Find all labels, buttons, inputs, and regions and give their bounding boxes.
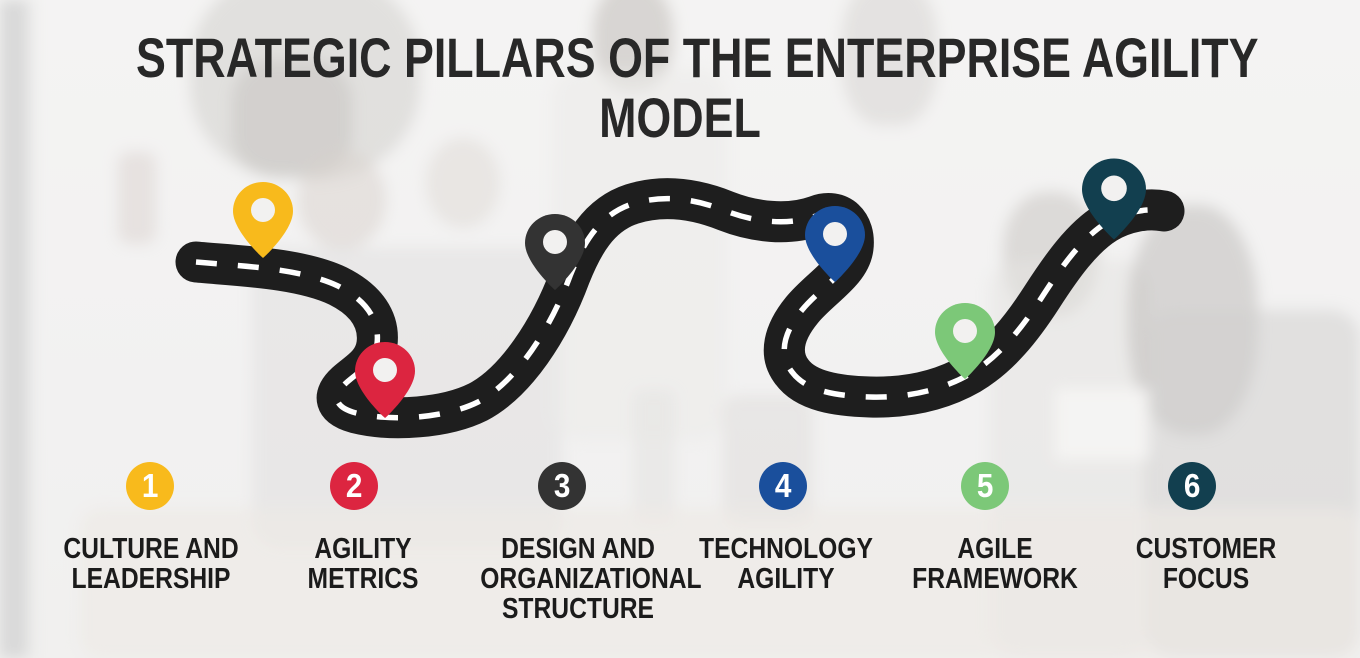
road-asphalt <box>175 178 1185 439</box>
map-pin-5-icon <box>935 303 995 379</box>
pillar-2-label: AGILITY METRICS <box>307 533 419 595</box>
pillar-1-number-badge: 1 <box>126 462 174 510</box>
photo-shape <box>118 152 156 244</box>
pillar-2-number-badge: 2 <box>330 462 378 510</box>
photo-shape <box>298 150 386 250</box>
map-pin-6-icon <box>1082 158 1146 240</box>
pillar-4-number: 4 <box>774 467 792 504</box>
photo-shape <box>426 138 500 228</box>
road-center-dashes <box>195 195 1165 421</box>
pillar-4-label: TECHNOLOGY AGILITY <box>699 533 873 595</box>
pillar-5-number: 5 <box>976 467 994 504</box>
pillar-5-number-badge: 5 <box>961 462 1009 510</box>
pillar-3-number: 3 <box>553 467 571 504</box>
photo-shape <box>0 0 26 658</box>
pillar-3-label: DESIGN AND ORGANIZATIONAL STRUCTURE <box>480 533 702 625</box>
photo-shape <box>80 508 1360 658</box>
page-title-line2: MODEL <box>599 86 761 149</box>
pillar-5-label: AGILE FRAMEWORK <box>912 533 1078 595</box>
page-title-line1: STRATEGIC PILLARS OF THE ENTERPRISE AGIL… <box>136 26 1259 89</box>
map-pin-3-icon <box>525 214 585 290</box>
photo-shape <box>842 0 937 125</box>
pillar-3-number-badge: 3 <box>538 462 586 510</box>
map-pin-1-icon <box>233 182 293 258</box>
page-title: STRATEGIC PILLARS OF THE ENTERPRISE AGIL… <box>0 28 1360 148</box>
photo-shape <box>1055 388 1150 460</box>
pillar-2-number: 2 <box>345 467 363 504</box>
pillar-6-label: CUSTOMER FOCUS <box>1135 533 1277 595</box>
map-pin-4-icon <box>805 206 865 282</box>
photo-shape <box>26 0 32 658</box>
pillar-6-number-badge: 6 <box>1168 462 1216 510</box>
photo-shape <box>190 0 420 180</box>
pillar-4-number-badge: 4 <box>759 462 807 510</box>
map-pin-2-icon <box>355 342 415 418</box>
photo-shape <box>633 390 675 525</box>
pillar-1-label: CULTURE AND LEADERSHIP <box>63 533 239 595</box>
pillar-1-number: 1 <box>141 467 159 504</box>
pillar-6-number: 6 <box>1183 467 1201 504</box>
